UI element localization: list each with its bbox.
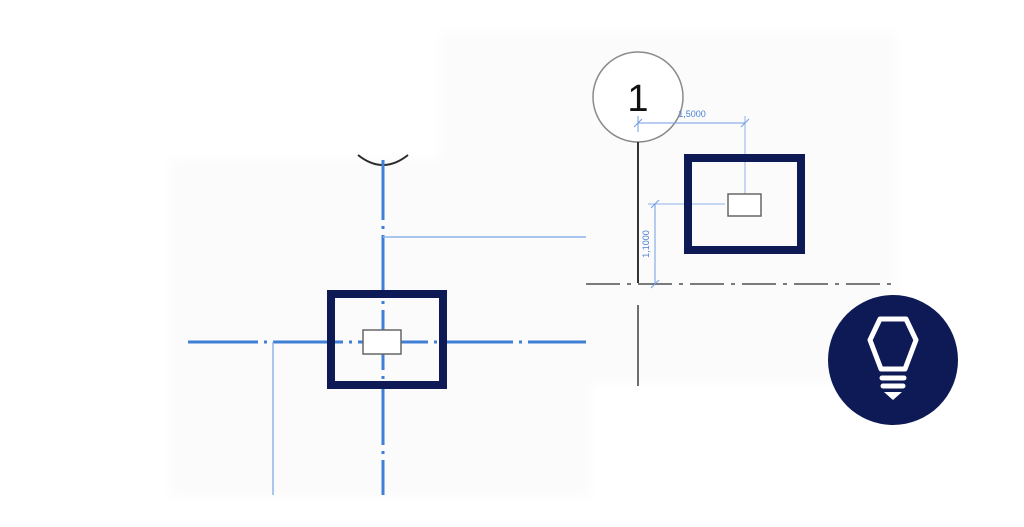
dimension-tick-left [633,118,643,128]
highlight-box-left [327,290,447,389]
grid-bubble-label: 1 [627,78,648,120]
lightbulb-tip [884,392,902,400]
dimension-tick-right [740,118,750,128]
dimension-text-vertical: 1,1000 [641,230,651,258]
tip-badge[interactable] [828,295,958,425]
element-marker-left [362,329,402,355]
highlight-box-right [684,154,805,254]
dimension-tick-bottom [650,279,660,289]
dimension-text-horizontal: 1,5000 [678,109,706,119]
lightbulb-icon [867,316,919,389]
dimension-tick-top [650,199,660,209]
element-marker-right [727,193,762,217]
